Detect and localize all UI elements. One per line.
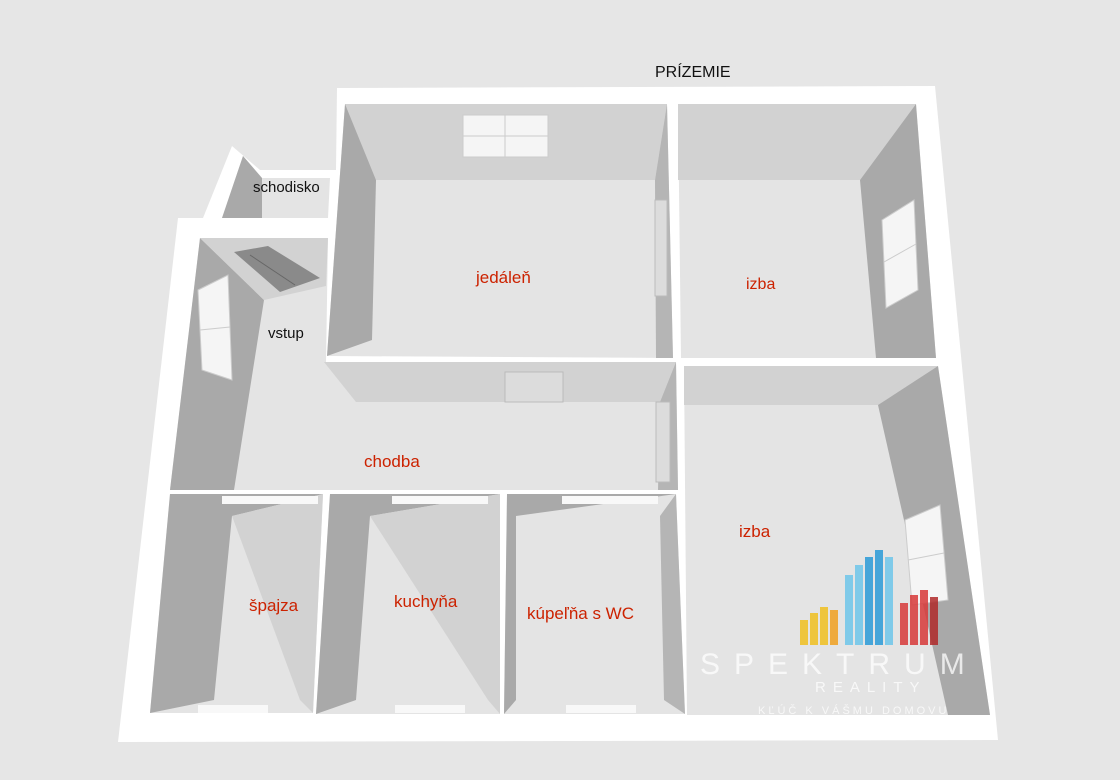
wall-face [232,494,323,713]
room-label-kupelna: kúpeľňa s WC [527,604,634,623]
door-icon [655,401,671,483]
wall-face [370,494,500,714]
room-label-kuchyna: kuchyňa [394,592,458,611]
room-label-izba-bottom: izba [739,522,771,541]
window-icon [197,274,233,381]
logo-subtitle: REALITY [815,679,927,696]
floor-title: PRÍZEMIE [655,64,731,81]
room-label-jedalen: jedáleň [476,268,531,287]
wall-face [324,362,676,402]
floor-kupelna [504,494,685,714]
window-icon [904,504,949,606]
wall-face [316,494,500,714]
door-icon [222,496,318,504]
window-icon [881,199,919,309]
logo-tagline: KĽÚČ K VÁŠMU DOMOVU [758,705,950,717]
logo-name: SPEKTRUM [700,648,979,681]
door-icon [566,705,636,713]
door-icon [504,371,564,403]
wall-face [660,494,685,714]
wall-face [678,104,916,180]
wall-face [222,156,262,218]
room-label-chodba: chodba [364,452,420,471]
door-icon [395,705,465,713]
door-icon [654,199,668,297]
wall-face [327,104,376,356]
room-label-vstup: vstup [268,325,304,342]
door-icon [392,496,488,504]
door-icon [562,496,658,504]
stair-icon [234,246,320,292]
wall-face [684,366,938,405]
spektrum-logo [800,550,938,645]
window-icon [462,114,549,158]
wall-face [150,494,323,713]
room-label-spajza: špajza [249,596,299,615]
door-icon [198,705,268,713]
room-label-schodisko: schodisko [253,179,320,196]
room-label-izba-top: izba [746,276,776,293]
